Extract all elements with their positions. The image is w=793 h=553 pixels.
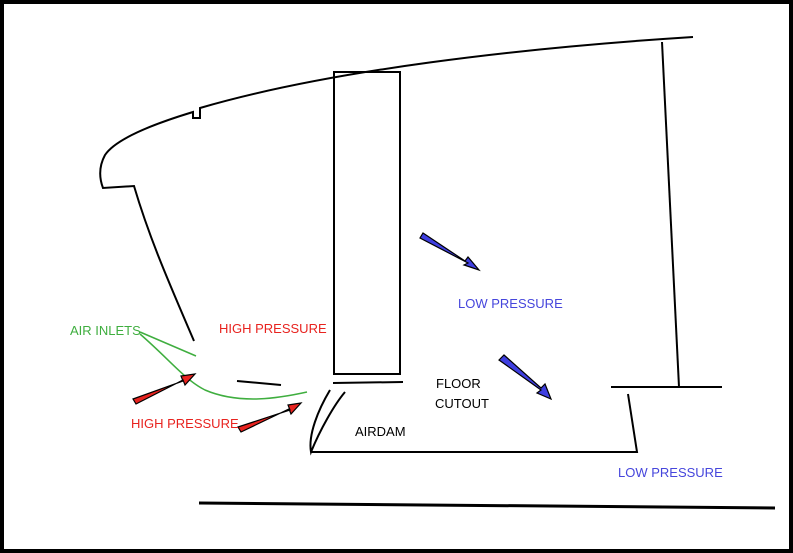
high-pressure-arrow-upper — [132, 373, 197, 405]
radiator-box — [333, 71, 401, 375]
underfloor-line — [311, 393, 639, 453]
low-pressure-label-upper: LOW PRESSURE — [458, 296, 563, 311]
airdam-shape — [309, 389, 346, 456]
low-pressure-arrow-lower — [498, 354, 553, 401]
floor-label: FLOOR — [436, 376, 481, 391]
ground-line — [198, 501, 776, 510]
air-inlets-pointer-lower — [139, 333, 308, 400]
body-outline — [99, 36, 694, 342]
low-pressure-arrow-upper — [419, 232, 481, 272]
airdam-label: AIRDAM — [355, 424, 406, 439]
rear-bulkhead-line — [661, 41, 680, 388]
high-pressure-arrow-lower — [237, 402, 303, 433]
high-pressure-label-upper: HIGH PRESSURE — [219, 321, 327, 336]
air-inlets-lines — [139, 331, 308, 400]
air-inlets-pointer-upper — [139, 331, 197, 357]
low-pressure-label-lower: LOW PRESSURE — [618, 465, 723, 480]
floor-segment-left — [332, 381, 404, 384]
diagram-canvas — [4, 4, 789, 549]
air-inlets-label: AIR INLETS — [70, 323, 141, 338]
cutout-label: CUTOUT — [435, 396, 489, 411]
high-pressure-label-lower: HIGH PRESSURE — [131, 416, 239, 431]
inlet-lip-line — [236, 380, 282, 386]
